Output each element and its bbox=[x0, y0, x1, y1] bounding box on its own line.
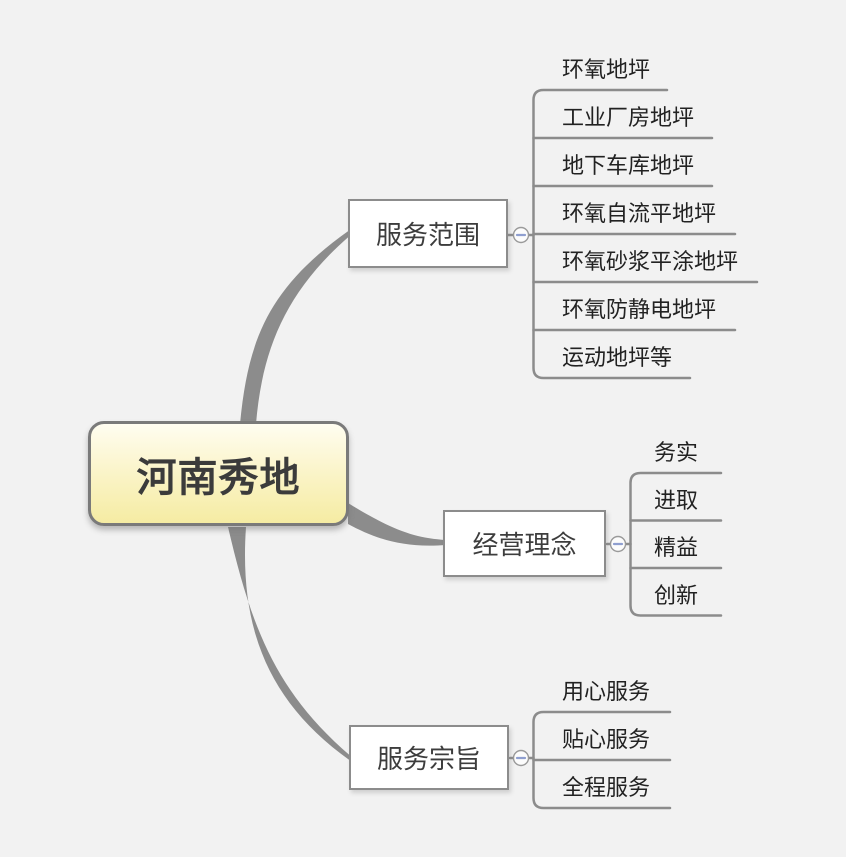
curve-root-to-branch-3 bbox=[228, 527, 350, 761]
branch-topic-business-philosophy[interactable]: 经营理念 bbox=[443, 510, 606, 577]
leaf-topic[interactable]: 务实 bbox=[654, 440, 699, 465]
leaf-topic[interactable]: 环氧自流平地坪 bbox=[562, 201, 717, 226]
branch-1-child-lines bbox=[506, 88, 759, 380]
root-topic[interactable]: 河南秀地 bbox=[88, 421, 349, 526]
leaf-topic[interactable]: 用心服务 bbox=[562, 679, 651, 704]
leaf-topic[interactable]: 运动地坪等 bbox=[562, 345, 673, 370]
root-branch-curves bbox=[228, 230, 446, 761]
leaf-topic[interactable]: 环氧防静电地坪 bbox=[562, 297, 717, 322]
branch-topic-service-purpose[interactable]: 服务宗旨 bbox=[349, 725, 509, 790]
branch-2-collapse-icon[interactable] bbox=[609, 535, 627, 553]
curve-root-to-branch-2 bbox=[348, 503, 446, 546]
leaf-topic[interactable]: 环氧砂浆平涂地坪 bbox=[562, 249, 739, 274]
branch-topic-service-scope[interactable]: 服务范围 bbox=[348, 199, 508, 268]
branch-2-spine bbox=[629, 471, 723, 617]
leaf-topic[interactable]: 全程服务 bbox=[562, 775, 651, 800]
branch-1-collapse-icon[interactable] bbox=[512, 226, 530, 244]
leaf-topic[interactable]: 工业厂房地坪 bbox=[562, 105, 695, 130]
leaf-topic[interactable]: 地下车库地坪 bbox=[562, 153, 695, 178]
branch-3-collapse-icon[interactable] bbox=[512, 749, 530, 767]
leaf-topic[interactable]: 贴心服务 bbox=[562, 727, 651, 752]
leaf-topic[interactable]: 环氧地坪 bbox=[562, 57, 651, 82]
curve-root-to-branch-1 bbox=[240, 230, 349, 424]
leaf-topic[interactable]: 精益 bbox=[654, 535, 699, 560]
leaf-topic[interactable]: 创新 bbox=[654, 583, 699, 608]
leaf-topic[interactable]: 进取 bbox=[654, 488, 699, 513]
